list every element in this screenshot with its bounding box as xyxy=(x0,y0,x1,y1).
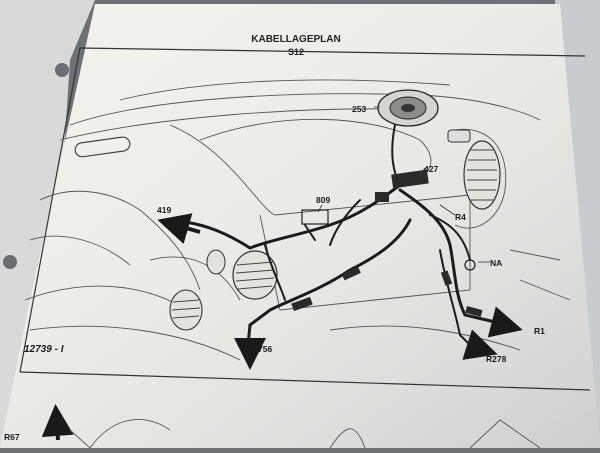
label-419: 419 xyxy=(157,205,171,215)
page-subtitle: S12 xyxy=(288,47,304,57)
arrow-419 xyxy=(157,213,201,244)
harness-clip xyxy=(341,266,361,281)
label-r4: R4 xyxy=(455,212,466,222)
grab-handle xyxy=(74,136,131,158)
arrow-r67 xyxy=(41,404,74,441)
connector-427 xyxy=(391,169,429,189)
figure-number: 12739 - I xyxy=(24,344,64,355)
harness-clip xyxy=(440,270,453,286)
control-panel xyxy=(447,129,471,143)
label-na: NA xyxy=(490,258,502,268)
binder-hole xyxy=(3,255,17,269)
page-title: KABELLAGEPLAN xyxy=(251,34,340,45)
air-vent-small xyxy=(206,249,226,275)
label-r278: R278 xyxy=(486,354,507,364)
arrow-r1 xyxy=(487,306,523,338)
label-r1: R1 xyxy=(534,326,545,336)
air-vent-center-left xyxy=(232,250,278,300)
connector-809 xyxy=(301,209,329,225)
speaker-253 xyxy=(377,89,439,127)
label-r67: R67 xyxy=(4,432,20,442)
harness-clip xyxy=(465,306,483,317)
lower-diagram-fragment xyxy=(69,419,541,449)
label-427: 427 xyxy=(424,164,438,174)
connector-block xyxy=(375,192,389,202)
frame-bottom xyxy=(19,371,591,391)
arrow-r278 xyxy=(462,329,498,360)
grommet xyxy=(464,259,476,271)
dashboard-outline xyxy=(24,79,571,361)
binder-hole xyxy=(55,63,69,77)
air-vent-right xyxy=(463,140,501,210)
label-253: 253 xyxy=(352,104,366,114)
harness-clip xyxy=(291,296,313,312)
label-809: 809 xyxy=(316,195,330,205)
leader-lines xyxy=(317,106,490,263)
label-756: 756 xyxy=(258,344,272,354)
frame-top xyxy=(79,47,586,57)
air-vent-lower-left xyxy=(169,289,203,331)
frame-left xyxy=(19,47,81,373)
